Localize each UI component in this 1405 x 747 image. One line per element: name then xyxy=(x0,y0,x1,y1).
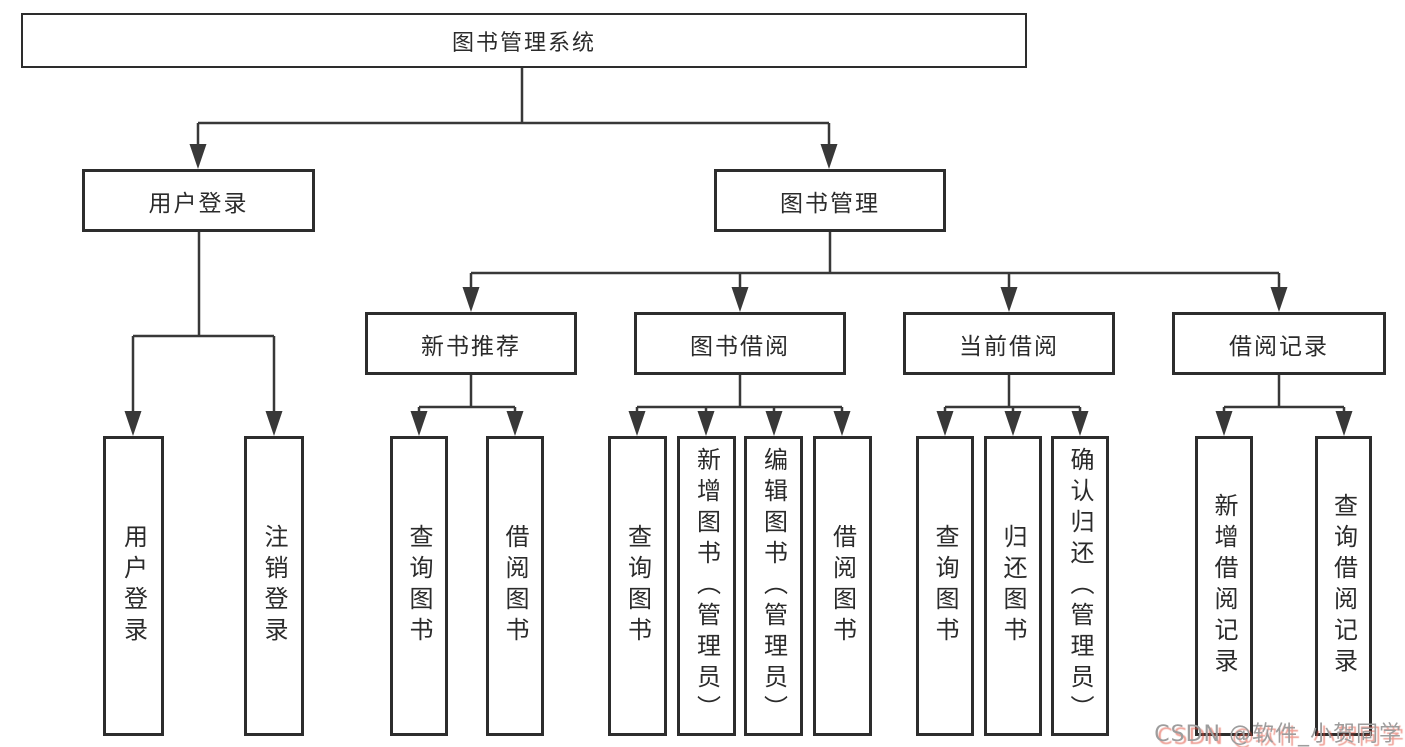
leaf-borrowing-query-books-label: 查询图书 xyxy=(623,524,652,648)
leaf-borrowing-add-books-admin-label: 新增图书（管理员） xyxy=(692,446,721,726)
node-user-login: 用户登录 xyxy=(82,169,315,232)
node-new-book-recommend-label: 新书推荐 xyxy=(421,333,521,360)
node-root: 图书管理系统 xyxy=(21,13,1027,68)
leaf-recommend-query-books: 查询图书 xyxy=(390,436,448,736)
node-borrow-records-label: 借阅记录 xyxy=(1229,333,1329,360)
leaf-current-return-books: 归还图书 xyxy=(984,436,1042,736)
leaf-borrowing-edit-books-admin-label: 编辑图书（管理员） xyxy=(759,446,788,726)
leaf-borrowing-add-books-admin: 新增图书（管理员） xyxy=(677,436,736,736)
leaf-borrowing-query-books: 查询图书 xyxy=(608,436,667,736)
leaf-records-add-record-label: 新增借阅记录 xyxy=(1210,493,1238,679)
csdn-watermark: CSDN @软件_小贺同学 xyxy=(1154,722,1402,747)
node-new-book-recommend: 新书推荐 xyxy=(365,312,577,375)
leaf-records-query-record: 查询借阅记录 xyxy=(1315,436,1372,736)
node-book-borrowing-label: 图书借阅 xyxy=(690,333,790,360)
leaf-current-confirm-return-admin-label: 确认归还（管理员） xyxy=(1066,446,1094,726)
leaf-borrowing-edit-books-admin: 编辑图书（管理员） xyxy=(744,436,803,736)
leaf-logout-label: 注销登录 xyxy=(260,524,288,648)
node-root-label: 图书管理系统 xyxy=(451,30,596,56)
leaf-user-login-label: 用户登录 xyxy=(119,524,148,648)
leaf-current-confirm-return-admin: 确认归还（管理员） xyxy=(1051,436,1109,736)
leaf-recommend-borrow-books-label: 借阅图书 xyxy=(501,524,529,648)
leaf-logout: 注销登录 xyxy=(244,436,304,736)
leaf-records-add-record: 新增借阅记录 xyxy=(1195,436,1253,736)
node-current-borrowing: 当前借阅 xyxy=(903,312,1115,375)
leaf-user-login: 用户登录 xyxy=(103,436,164,736)
leaf-borrowing-borrow-books-label: 借阅图书 xyxy=(828,524,857,648)
node-book-management: 图书管理 xyxy=(714,169,946,232)
leaf-records-query-record-label: 查询借阅记录 xyxy=(1329,493,1358,679)
leaf-recommend-query-books-label: 查询图书 xyxy=(405,524,433,648)
leaf-current-return-books-label: 归还图书 xyxy=(999,524,1027,648)
node-book-management-label: 图书管理 xyxy=(780,190,880,217)
leaf-current-query-books-label: 查询图书 xyxy=(931,524,959,648)
leaf-borrowing-borrow-books: 借阅图书 xyxy=(813,436,872,736)
leaf-current-query-books: 查询图书 xyxy=(916,436,974,736)
node-borrow-records: 借阅记录 xyxy=(1172,312,1386,375)
leaf-recommend-borrow-books: 借阅图书 xyxy=(486,436,544,736)
node-book-borrowing: 图书借阅 xyxy=(634,312,846,375)
node-current-borrowing-label: 当前借阅 xyxy=(959,333,1059,360)
node-user-login-label: 用户登录 xyxy=(148,190,249,217)
